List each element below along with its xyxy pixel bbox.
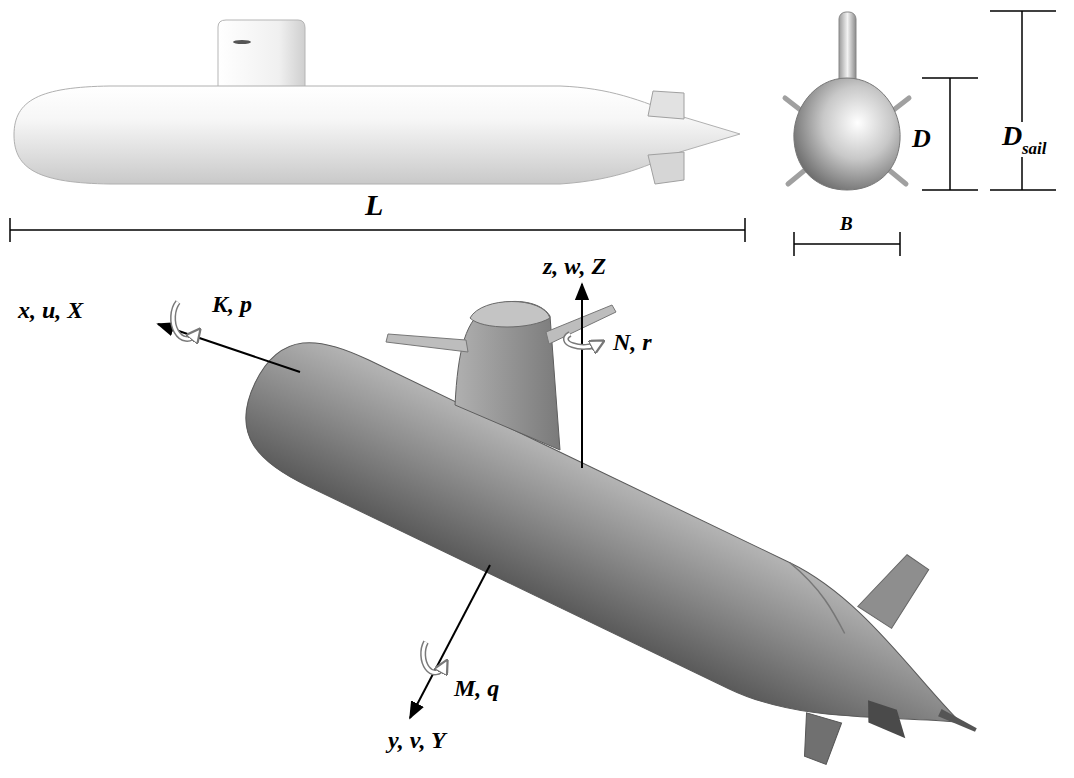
rotation-arrow <box>173 302 196 339</box>
dimension-tick <box>899 232 901 256</box>
rotation-arrow <box>173 302 196 339</box>
dimension-tick <box>744 218 746 242</box>
sail <box>218 20 305 88</box>
axis-label: M, q <box>454 676 499 700</box>
dimension-line <box>10 229 745 231</box>
dimension-tick <box>9 218 11 242</box>
stern-fin <box>789 707 845 766</box>
rotation-arrow <box>423 642 444 672</box>
sail-window <box>233 40 251 44</box>
dimension-label: D <box>912 126 931 152</box>
hull-body <box>225 320 991 778</box>
dimension-tick <box>793 232 795 256</box>
rotation-arrow <box>423 642 444 672</box>
dimension-line <box>1021 11 1023 190</box>
dimension-subscript: sail <box>1020 140 1049 157</box>
hull-side <box>14 86 740 184</box>
rotation-arrow <box>566 334 598 347</box>
dimension-tick <box>990 10 1056 12</box>
fin <box>788 170 805 184</box>
stern-fin <box>859 697 914 740</box>
stern-plane <box>648 152 684 184</box>
dimension-label: B <box>840 214 853 233</box>
sail-top <box>470 302 550 328</box>
fin <box>889 170 906 184</box>
hull-front <box>794 78 900 190</box>
axis-arrow <box>581 284 583 468</box>
stern-fin <box>856 545 931 632</box>
dimension-label: L <box>365 190 383 220</box>
hull-3d <box>213 268 1032 778</box>
dimension-tick <box>922 189 978 191</box>
stern-plane <box>648 91 684 119</box>
rotation-arrow <box>566 334 598 347</box>
mast <box>839 12 856 87</box>
dimension-line <box>949 78 951 190</box>
axis-label: y, v, Y <box>388 728 446 752</box>
hull-hump <box>773 563 862 634</box>
dimension-line <box>794 243 900 245</box>
axis-label: z, w, Z <box>543 254 606 278</box>
axis-label: N, r <box>613 330 652 354</box>
sail-plane <box>386 334 468 352</box>
dimension-tick <box>922 77 978 79</box>
axis-label: K, p <box>212 292 252 316</box>
axis-label: x, u, X <box>18 298 83 322</box>
tail-tip <box>938 709 978 734</box>
dimension-tick <box>990 189 1056 191</box>
sail-3d <box>455 301 560 450</box>
